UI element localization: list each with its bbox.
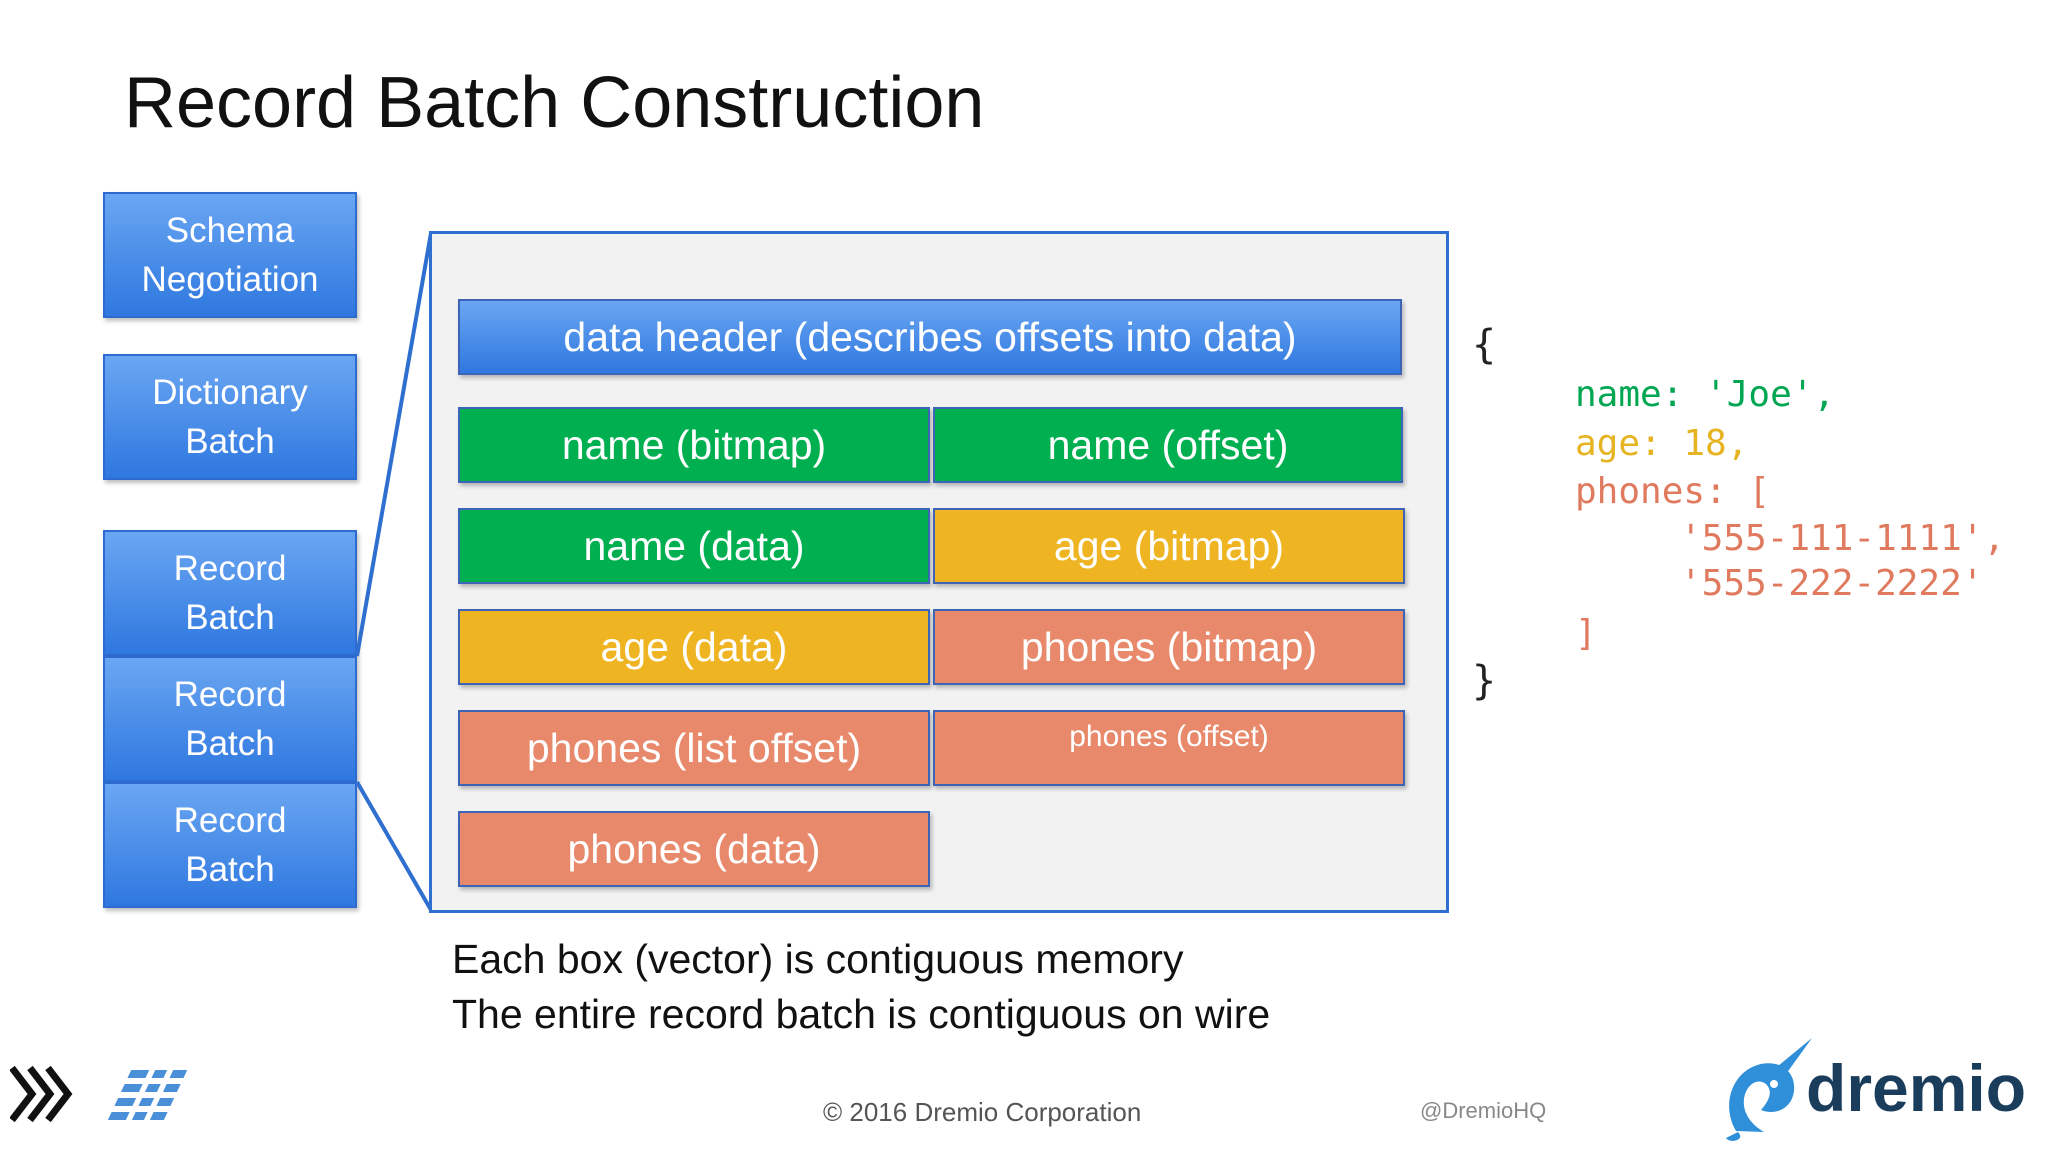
- twitter-handle: @DremioHQ: [1420, 1098, 1547, 1123]
- phones-bitmap-vector: phones (bitmap): [933, 609, 1405, 685]
- phones-offset-vector: phones (offset): [933, 710, 1405, 786]
- name-bitmap-vector: name (bitmap): [458, 407, 930, 483]
- name-data-vector: name (data): [458, 508, 930, 584]
- name-offset-vector: name (offset): [933, 407, 1403, 483]
- json-open-brace: {: [1472, 322, 1497, 368]
- json-age-line: age: 18,: [1575, 423, 1749, 464]
- arrow-grid-logo-icon: [107, 1070, 188, 1120]
- dictionary-batch-box: Dictionary Batch: [103, 354, 357, 480]
- caption-line-1: Each box (vector) is contiguous memory: [452, 936, 1184, 982]
- schema-negotiation-box: Schema Negotiation: [103, 192, 357, 318]
- dremio-wordmark: dremio: [1806, 1051, 2027, 1125]
- json-phone-1: '555-111-1111',: [1680, 518, 2006, 559]
- phones-data-vector: phones (data): [458, 811, 930, 887]
- json-close-brace: }: [1472, 658, 1497, 704]
- record-batch-box-3: Record Batch: [103, 782, 357, 908]
- data-header-vector: data header (describes offsets into data…: [458, 299, 1402, 375]
- age-bitmap-vector: age (bitmap): [933, 508, 1405, 584]
- json-phone-2: '555-222-2222': [1680, 563, 1984, 604]
- phones-list-offset-vector: phones (list offset): [458, 710, 930, 786]
- copyright-text: © 2016 Dremio Corporation: [823, 1097, 1142, 1127]
- record-batch-box-1: Record Batch: [103, 530, 357, 656]
- json-name-line: name: 'Joe',: [1575, 374, 1836, 415]
- slide-title: Record Batch Construction: [124, 63, 985, 143]
- json-phones-line: phones: [: [1575, 471, 1771, 512]
- chevrons-icon: [10, 1065, 73, 1123]
- caption-line-2: The entire record batch is contiguous on…: [452, 991, 1271, 1037]
- json-close-bracket: ]: [1575, 613, 1597, 654]
- record-batch-box-2: Record Batch: [103, 656, 357, 782]
- age-data-vector: age (data): [458, 609, 930, 685]
- narwhal-logo-icon: [1726, 1038, 1812, 1141]
